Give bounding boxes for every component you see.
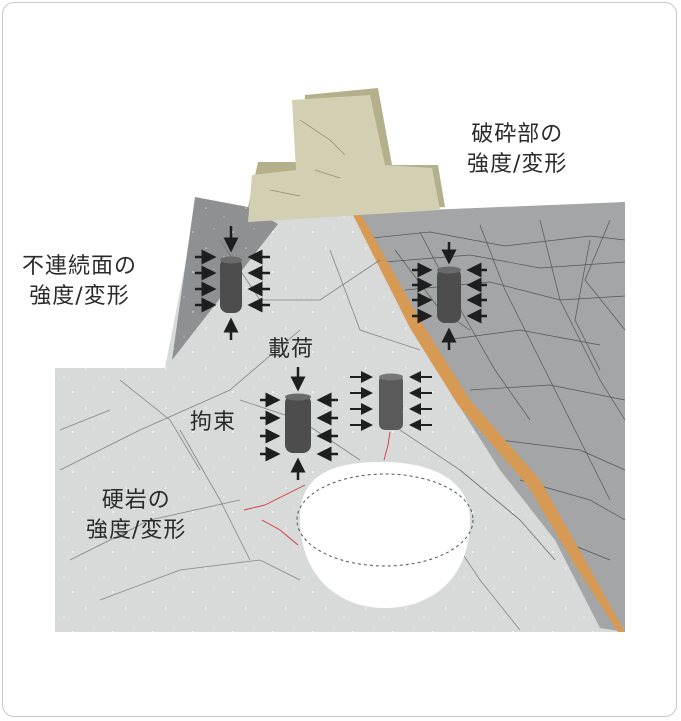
- dam-structure: [248, 88, 445, 222]
- arrows-fracture: [412, 242, 487, 350]
- label-loading: 載荷: [268, 337, 315, 362]
- specimen-fracture: [437, 266, 461, 323]
- specimen-confined: [379, 373, 403, 430]
- label-discontinuity: 不連続面の 強度/変形: [22, 254, 138, 309]
- arrows-confined: [350, 371, 432, 431]
- red-cracks: [243, 431, 391, 546]
- specimen-hard-rock: [285, 393, 311, 453]
- label-hard-rock: 硬岩の 強度/変形: [86, 488, 187, 543]
- specimen-discontinuity: [220, 256, 242, 313]
- tunnel-cavity: [300, 462, 470, 608]
- fault-clay-band: [352, 213, 625, 632]
- arrows-hard-rock: [260, 367, 338, 480]
- label-confinement: 拘束: [190, 410, 237, 435]
- tunnel-outline: [296, 473, 474, 567]
- label-fracture-zone: 破砕部の 強度/変形: [467, 122, 568, 177]
- arrows-discontinuity: [195, 226, 270, 340]
